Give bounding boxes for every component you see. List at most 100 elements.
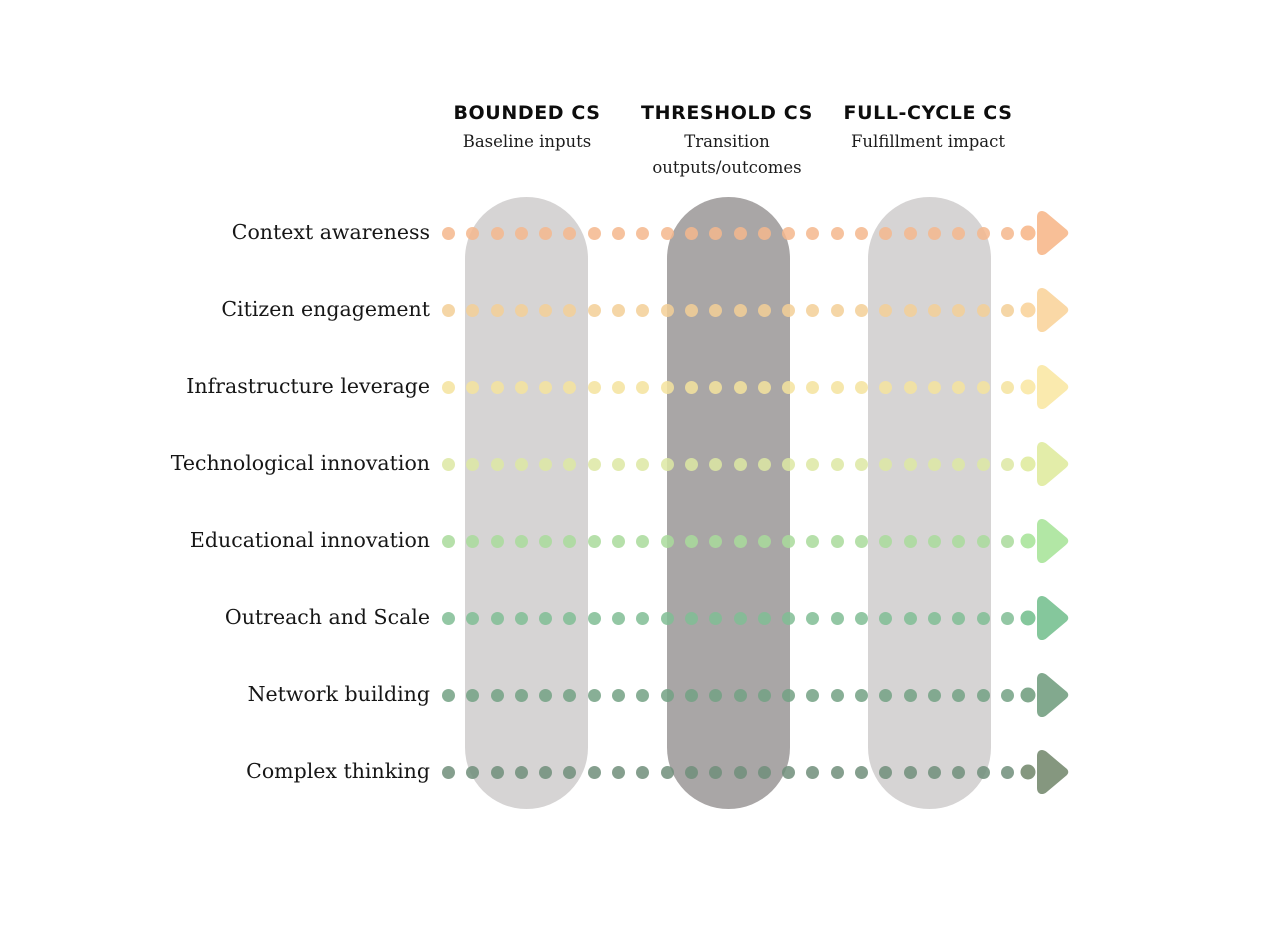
- dot: [612, 457, 626, 471]
- arrow-right-icon: [1020, 208, 1072, 258]
- dot: [903, 380, 917, 394]
- dot: [830, 226, 844, 240]
- dot: [563, 765, 577, 779]
- dot: [442, 303, 455, 317]
- dot: [636, 226, 650, 240]
- dot: [879, 534, 893, 548]
- dot: [636, 611, 650, 625]
- dot: [903, 457, 917, 471]
- dot: [976, 534, 990, 548]
- dot: [830, 611, 844, 625]
- dot: [952, 688, 966, 702]
- dot: [806, 688, 820, 702]
- dot: [466, 765, 480, 779]
- dot: [1000, 688, 1014, 702]
- dot: [442, 380, 455, 394]
- dot: [612, 534, 626, 548]
- dot: [855, 688, 869, 702]
- dot: [587, 688, 601, 702]
- dot: [587, 765, 601, 779]
- dot: [563, 611, 577, 625]
- dot: [903, 534, 917, 548]
- dot: [952, 303, 966, 317]
- dot: [903, 688, 917, 702]
- dot: [660, 534, 674, 548]
- dot: [757, 226, 771, 240]
- dot: [952, 380, 966, 394]
- dot: [684, 380, 698, 394]
- dot: [806, 534, 820, 548]
- dot: [587, 457, 601, 471]
- dot: [952, 534, 966, 548]
- dot: [927, 226, 941, 240]
- dot: [636, 688, 650, 702]
- row-label: Infrastructure leverage: [186, 374, 430, 399]
- dot: [855, 611, 869, 625]
- dot: [563, 380, 577, 394]
- dot: [855, 765, 869, 779]
- dot: [782, 534, 796, 548]
- dot: [927, 611, 941, 625]
- dot: [636, 303, 650, 317]
- dot: [490, 303, 504, 317]
- dot: [757, 380, 771, 394]
- dot: [490, 688, 504, 702]
- dot: [636, 380, 650, 394]
- dot: [903, 303, 917, 317]
- dot: [903, 226, 917, 240]
- column-title: THRESHOLD CS: [641, 102, 813, 124]
- dot: [927, 380, 941, 394]
- dot: [636, 765, 650, 779]
- dot: [976, 303, 990, 317]
- dot: [539, 303, 553, 317]
- dot: [879, 457, 893, 471]
- dot: [563, 457, 577, 471]
- pill-bounded-cs: [465, 197, 588, 809]
- dot: [490, 457, 504, 471]
- dot: [757, 534, 771, 548]
- dot: [636, 534, 650, 548]
- dot: [1000, 303, 1014, 317]
- dot: [587, 303, 601, 317]
- dot: [660, 611, 674, 625]
- dot: [563, 303, 577, 317]
- dot: [636, 457, 650, 471]
- dot: [660, 457, 674, 471]
- dot: [709, 303, 723, 317]
- dot: [466, 380, 480, 394]
- dot: [806, 303, 820, 317]
- dot: [1000, 380, 1014, 394]
- dot: [709, 226, 723, 240]
- dot: [927, 534, 941, 548]
- arrow-right-icon: [1020, 593, 1072, 643]
- dot: [806, 226, 820, 240]
- dot: [442, 534, 455, 548]
- arrow-right-icon: [1020, 747, 1072, 797]
- row-label: Complex thinking: [246, 759, 430, 784]
- dot: [757, 303, 771, 317]
- dot: [514, 226, 528, 240]
- dot: [879, 380, 893, 394]
- dot: [1000, 765, 1014, 779]
- dot: [976, 380, 990, 394]
- dot: [442, 688, 455, 702]
- column-subtitle: Fulfillment impact: [850, 132, 1006, 151]
- dot: [927, 303, 941, 317]
- dot: [612, 765, 626, 779]
- dot: [733, 226, 747, 240]
- dot: [587, 226, 601, 240]
- dot: [442, 226, 455, 240]
- dot: [757, 688, 771, 702]
- dot: [514, 303, 528, 317]
- dot: [660, 380, 674, 394]
- dot: [952, 226, 966, 240]
- dot: [490, 226, 504, 240]
- pill-full-cycle-cs: [868, 197, 991, 809]
- dot: [442, 611, 455, 625]
- column-subtitle: Transition outputs/outcomes: [652, 132, 802, 177]
- dot: [1000, 457, 1014, 471]
- dot: [782, 457, 796, 471]
- dot: [830, 688, 844, 702]
- dot: [782, 765, 796, 779]
